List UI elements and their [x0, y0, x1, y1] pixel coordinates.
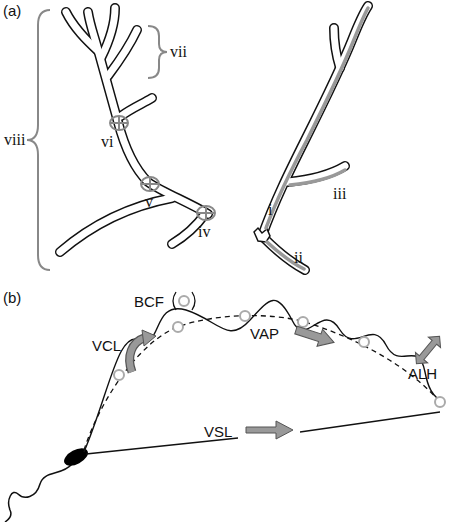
average-path [84, 316, 440, 450]
callout-label: ii [294, 250, 303, 266]
vap-arrow [293, 321, 337, 350]
measurement-line [266, 8, 368, 269]
vsl-line [300, 412, 440, 432]
measure-point [110, 116, 215, 220]
bcf-point [114, 311, 445, 407]
vcl-arrow [142, 330, 156, 346]
antler-fill [262, 6, 368, 270]
callout-label: i [268, 202, 272, 218]
callout-label: (b) [3, 290, 21, 305]
bracket [192, 292, 195, 310]
vsl-line [86, 438, 238, 454]
vcl-arrow [130, 338, 144, 372]
bracket [173, 292, 176, 310]
callout-label: iv [198, 224, 210, 240]
callout-label: iii [333, 186, 346, 202]
antler-outline [262, 6, 368, 270]
brace [148, 26, 167, 78]
callout-label: v [145, 194, 153, 210]
callout-label: ALH [408, 366, 437, 381]
callout-label: VAP [250, 326, 279, 341]
sperm-tail [5, 464, 72, 522]
curvilinear-path [84, 300, 440, 452]
callout-label: VCL [92, 338, 121, 353]
callout-label: (a) [3, 3, 21, 18]
legend-sample [179, 296, 189, 306]
callout-label: VSL [204, 424, 232, 439]
vsl-arrow [246, 421, 293, 439]
burr [254, 228, 270, 242]
antler-outline [60, 8, 208, 252]
alh-arrow [410, 331, 445, 369]
sperm-head [61, 445, 91, 470]
vcl-arrow [130, 338, 144, 372]
callout-label: vi [101, 134, 113, 150]
callout-label: viii [4, 132, 25, 148]
brace [27, 10, 50, 270]
legend-text: BCF [134, 294, 164, 309]
antler-fill [60, 8, 208, 252]
callout-label: vii [170, 44, 187, 60]
